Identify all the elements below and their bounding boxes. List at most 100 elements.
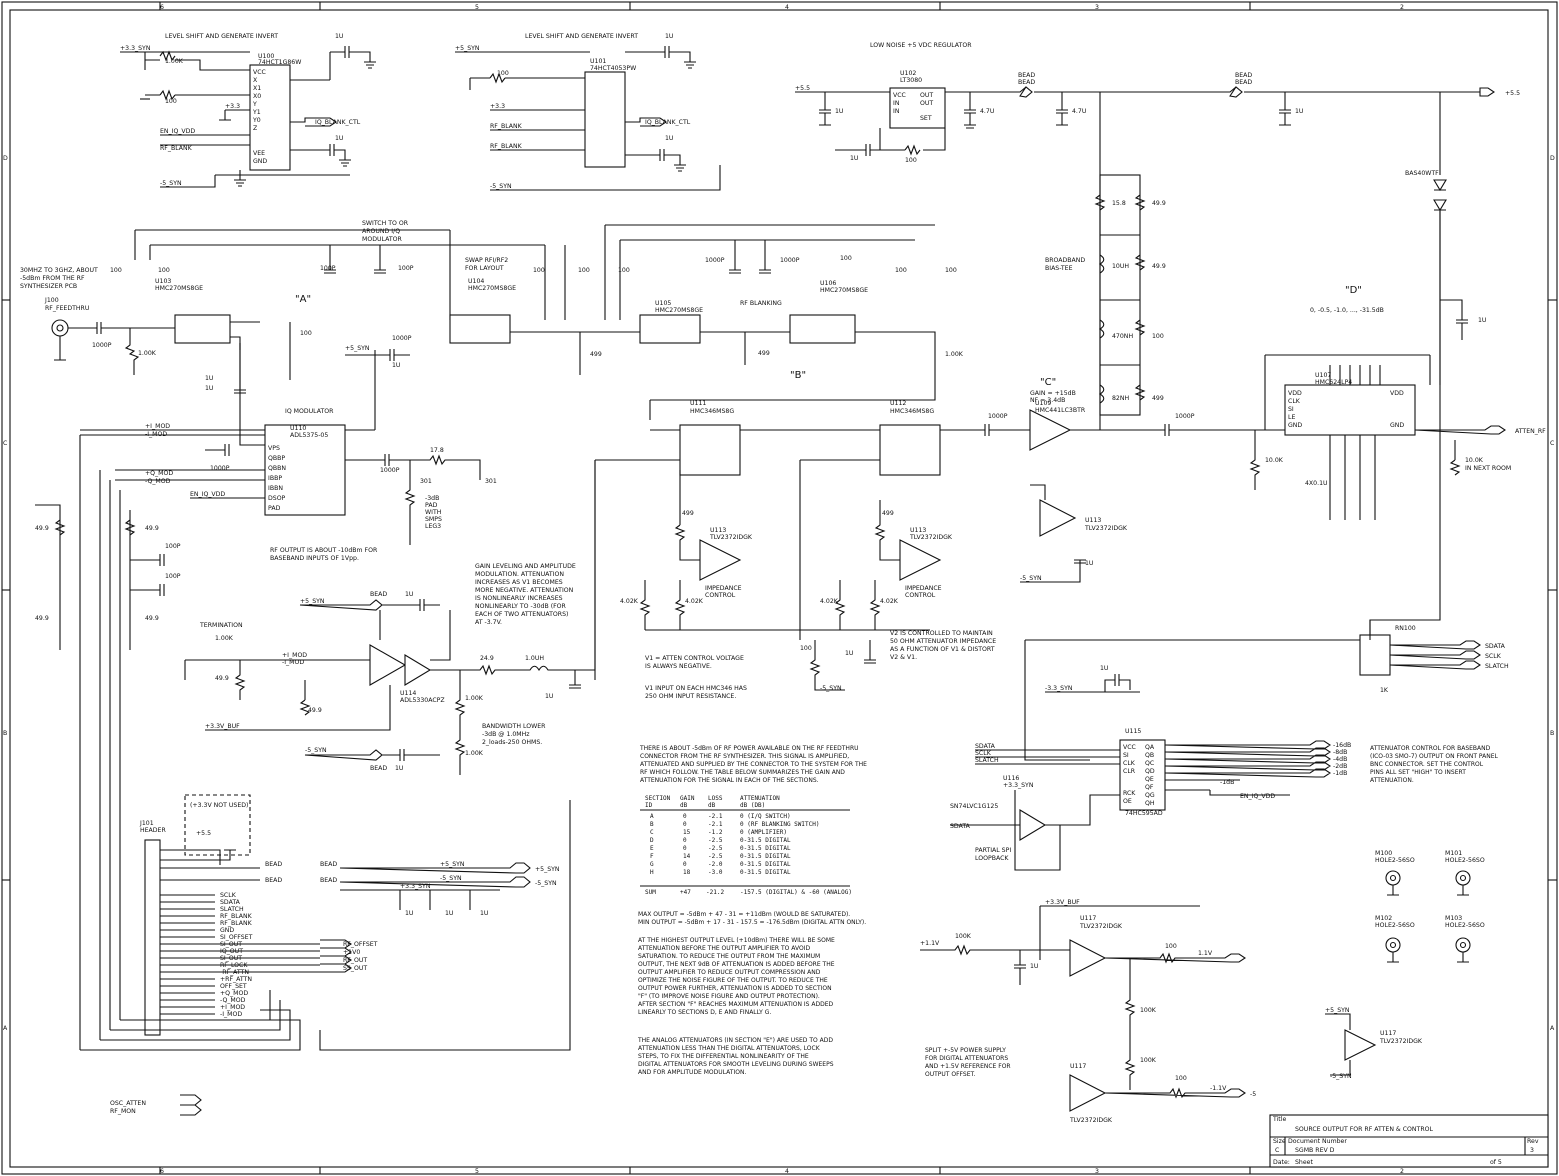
table-row: D 0 -2.5 0-31.5 DIGITAL — [650, 837, 791, 844]
svg-text:-5_SYN: -5_SYN — [820, 685, 842, 692]
svg-text:0 (RF BLANKING SWITCH): 0 (RF BLANKING SWITCH) — [740, 821, 819, 828]
svg-text:TLV2372IDGK: TLV2372IDGK — [709, 534, 753, 541]
svg-text:0-31.5 DIGITAL: 0-31.5 DIGITAL — [740, 853, 791, 860]
svg-text:AT THE HIGHEST OUTPUT LEVEL (+: AT THE HIGHEST OUTPUT LEVEL (+10dBm) THE… — [638, 937, 835, 944]
svg-text:DSOP: DSOP — [268, 495, 286, 502]
svg-text:AS A FUNCTION OF V1 & DISTORT: AS A FUNCTION OF V1 & DISTORT — [890, 646, 995, 653]
svg-text:IMPEDANCE: IMPEDANCE — [705, 585, 742, 592]
svg-text:-5_SYN: -5_SYN — [490, 183, 512, 190]
svg-text:ATTENUATED AND SUPPLIED BY THE: ATTENUATED AND SUPPLIED BY THE CONNECTOR… — [640, 761, 867, 768]
section-title: LEVEL SHIFT AND GENERATE INVERT — [525, 33, 638, 40]
svg-text:Y1: Y1 — [252, 109, 261, 116]
svg-text:IBBP: IBBP — [268, 475, 282, 482]
svg-text:SS_OUT: SS_OUT — [343, 965, 367, 972]
svg-text:BAS40WTF: BAS40WTF — [1405, 170, 1439, 177]
svg-text:OUT: OUT — [920, 92, 933, 99]
svg-text:U101: U101 — [590, 58, 606, 65]
bias-tee-ladder: 15.8 49.9 10UH 49.9 470NH 100 82NH 499 — [1094, 174, 1166, 416]
svg-text:CLR: CLR — [1123, 768, 1136, 775]
svg-text:Date:: Date: — [1273, 1159, 1290, 1166]
svg-text:+3.3: +3.3 — [225, 103, 240, 110]
svg-text:EACH OF TWO ATTENUATORS): EACH OF TWO ATTENUATORS) — [475, 611, 568, 618]
svg-text:RF_BLANK: RF_BLANK — [220, 913, 253, 920]
svg-text:+5_SYN: +5_SYN — [455, 45, 480, 52]
ic-u100 — [249, 64, 291, 171]
svg-text:+3.3: +3.3 — [490, 103, 505, 110]
svg-text:VCC: VCC — [893, 92, 906, 99]
svg-text:1000P: 1000P — [780, 257, 800, 264]
svg-text:J100: J100 — [44, 297, 59, 304]
opamp-u113a — [699, 539, 742, 581]
svg-text:SWITCH TO OR: SWITCH TO OR — [362, 220, 409, 227]
svg-text:VDD: VDD — [1288, 390, 1302, 397]
svg-text:OSC_ATTEN: OSC_ATTEN — [110, 1100, 146, 1107]
svg-text:+1V0: +1V0 — [343, 949, 360, 956]
svg-text:GND: GND — [220, 927, 234, 934]
svg-text:470NH: 470NH — [1112, 333, 1133, 340]
svg-text:Rev: Rev — [1527, 1138, 1539, 1145]
svg-text:HMC346MS8G: HMC346MS8G — [890, 408, 934, 415]
svg-text:-I_MOD: -I_MOD — [282, 659, 304, 666]
opamp-u113b — [899, 539, 942, 581]
svg-text:SCLK: SCLK — [975, 750, 992, 757]
svg-text:4.7U: 4.7U — [980, 108, 994, 115]
svg-text:LOOPBACK: LOOPBACK — [975, 855, 1009, 862]
svg-text:-1.1V: -1.1V — [1210, 1085, 1227, 1092]
iq-modulator-block: IQ MODULATOR U110 ADL5375-05 VPS QBBP QB… — [35, 335, 497, 650]
svg-text:HMC441LC3BTR: HMC441LC3BTR — [1035, 407, 1086, 414]
svg-text:-2.1: -2.1 — [708, 813, 723, 820]
svg-text:1U: 1U — [335, 135, 343, 142]
svg-text:IQ_OUT: IQ_OUT — [220, 948, 243, 955]
ic-ref: U100 — [258, 53, 274, 60]
svg-text:QC: QC — [1145, 760, 1154, 767]
svg-text:100: 100 — [895, 267, 907, 274]
svg-text:-2dB: -2dB — [1333, 763, 1347, 770]
svg-text:1U: 1U — [845, 650, 853, 657]
svg-text:-5_SYN: -5_SYN — [305, 747, 327, 754]
svg-text:499: 499 — [1152, 395, 1164, 402]
split-supply: +3.3V_BUF +1.1V 100K 1U U117 TLV2372IDGK… — [920, 899, 1423, 1124]
svg-text:+5_SYN: +5_SYN — [300, 598, 325, 605]
svg-text:0: 0 — [683, 861, 687, 868]
svg-text:GAIN: GAIN — [680, 795, 695, 802]
svg-text:BEAD: BEAD — [1018, 79, 1035, 86]
svg-text:1U: 1U — [205, 375, 213, 382]
svg-text:U117: U117 — [1070, 1063, 1086, 1070]
svg-text:AND FOR AMPLITUDE MODULATION.: AND FOR AMPLITUDE MODULATION. — [638, 1069, 746, 1076]
svg-text:G: G — [650, 861, 654, 868]
svg-text:GND: GND — [1390, 422, 1404, 429]
svg-text:1U: 1U — [665, 33, 673, 40]
svg-text:+I_MOD: +I_MOD — [145, 423, 170, 430]
svg-text:1U: 1U — [835, 108, 843, 115]
svg-text:0: 0 — [683, 821, 687, 828]
svg-text:0, -0.5, -1.0, ..., -31.5dB: 0, -0.5, -1.0, ..., -31.5dB — [1310, 307, 1384, 314]
svg-text:100K: 100K — [1140, 1007, 1157, 1014]
svg-text:BANDWIDTH LOWER: BANDWIDTH LOWER — [482, 723, 546, 730]
svg-text:TLV2372IDGK: TLV2372IDGK — [1069, 1117, 1113, 1124]
row-mark: D — [3, 155, 8, 162]
svg-text:(ICO-03 SMO-7) OUTPUT ON FRONT: (ICO-03 SMO-7) OUTPUT ON FRONT PANEL — [1370, 753, 1499, 760]
svg-text:SLATCH: SLATCH — [1485, 663, 1509, 670]
rf-input-connector — [51, 319, 69, 337]
regulator-block: LOW NOISE +5 VDC REGULATOR +5.5 U102 LT3… — [795, 42, 1520, 430]
svg-text:SECTION: SECTION — [645, 795, 671, 802]
svg-text:VPS: VPS — [268, 445, 280, 452]
svg-text:82NH: 82NH — [1112, 395, 1130, 402]
svg-text:+1.1V: +1.1V — [920, 940, 940, 947]
svg-text:BNC CONNECTOR. SET THE CONTROL: BNC CONNECTOR. SET THE CONTROL — [1370, 761, 1484, 768]
table-row: A 0 -2.1 0 (I/Q SWITCH) — [650, 813, 791, 820]
svg-text:+RF_ATTN: +RF_ATTN — [220, 976, 252, 983]
svg-text:MODULATOR: MODULATOR — [362, 236, 402, 243]
svg-text:HMC624LP4: HMC624LP4 — [1315, 379, 1352, 386]
svg-text:SWAP RFI/RF2: SWAP RFI/RF2 — [465, 257, 508, 264]
svg-text:CONTROL: CONTROL — [705, 592, 736, 599]
svg-text:30MHZ TO 3GHZ, ABOUT: 30MHZ TO 3GHZ, ABOUT — [20, 267, 98, 274]
svg-text:TERMINATION: TERMINATION — [199, 622, 243, 629]
svg-text:V1 = ATTEN CONTROL VOLTAGE: V1 = ATTEN CONTROL VOLTAGE — [645, 655, 744, 662]
svg-text:M102: M102 — [1375, 915, 1392, 922]
svg-text:1000P: 1000P — [210, 465, 230, 472]
svg-text:1000P: 1000P — [380, 467, 400, 474]
connector-j101 — [144, 839, 161, 1036]
svg-text:4.7U: 4.7U — [1072, 108, 1086, 115]
